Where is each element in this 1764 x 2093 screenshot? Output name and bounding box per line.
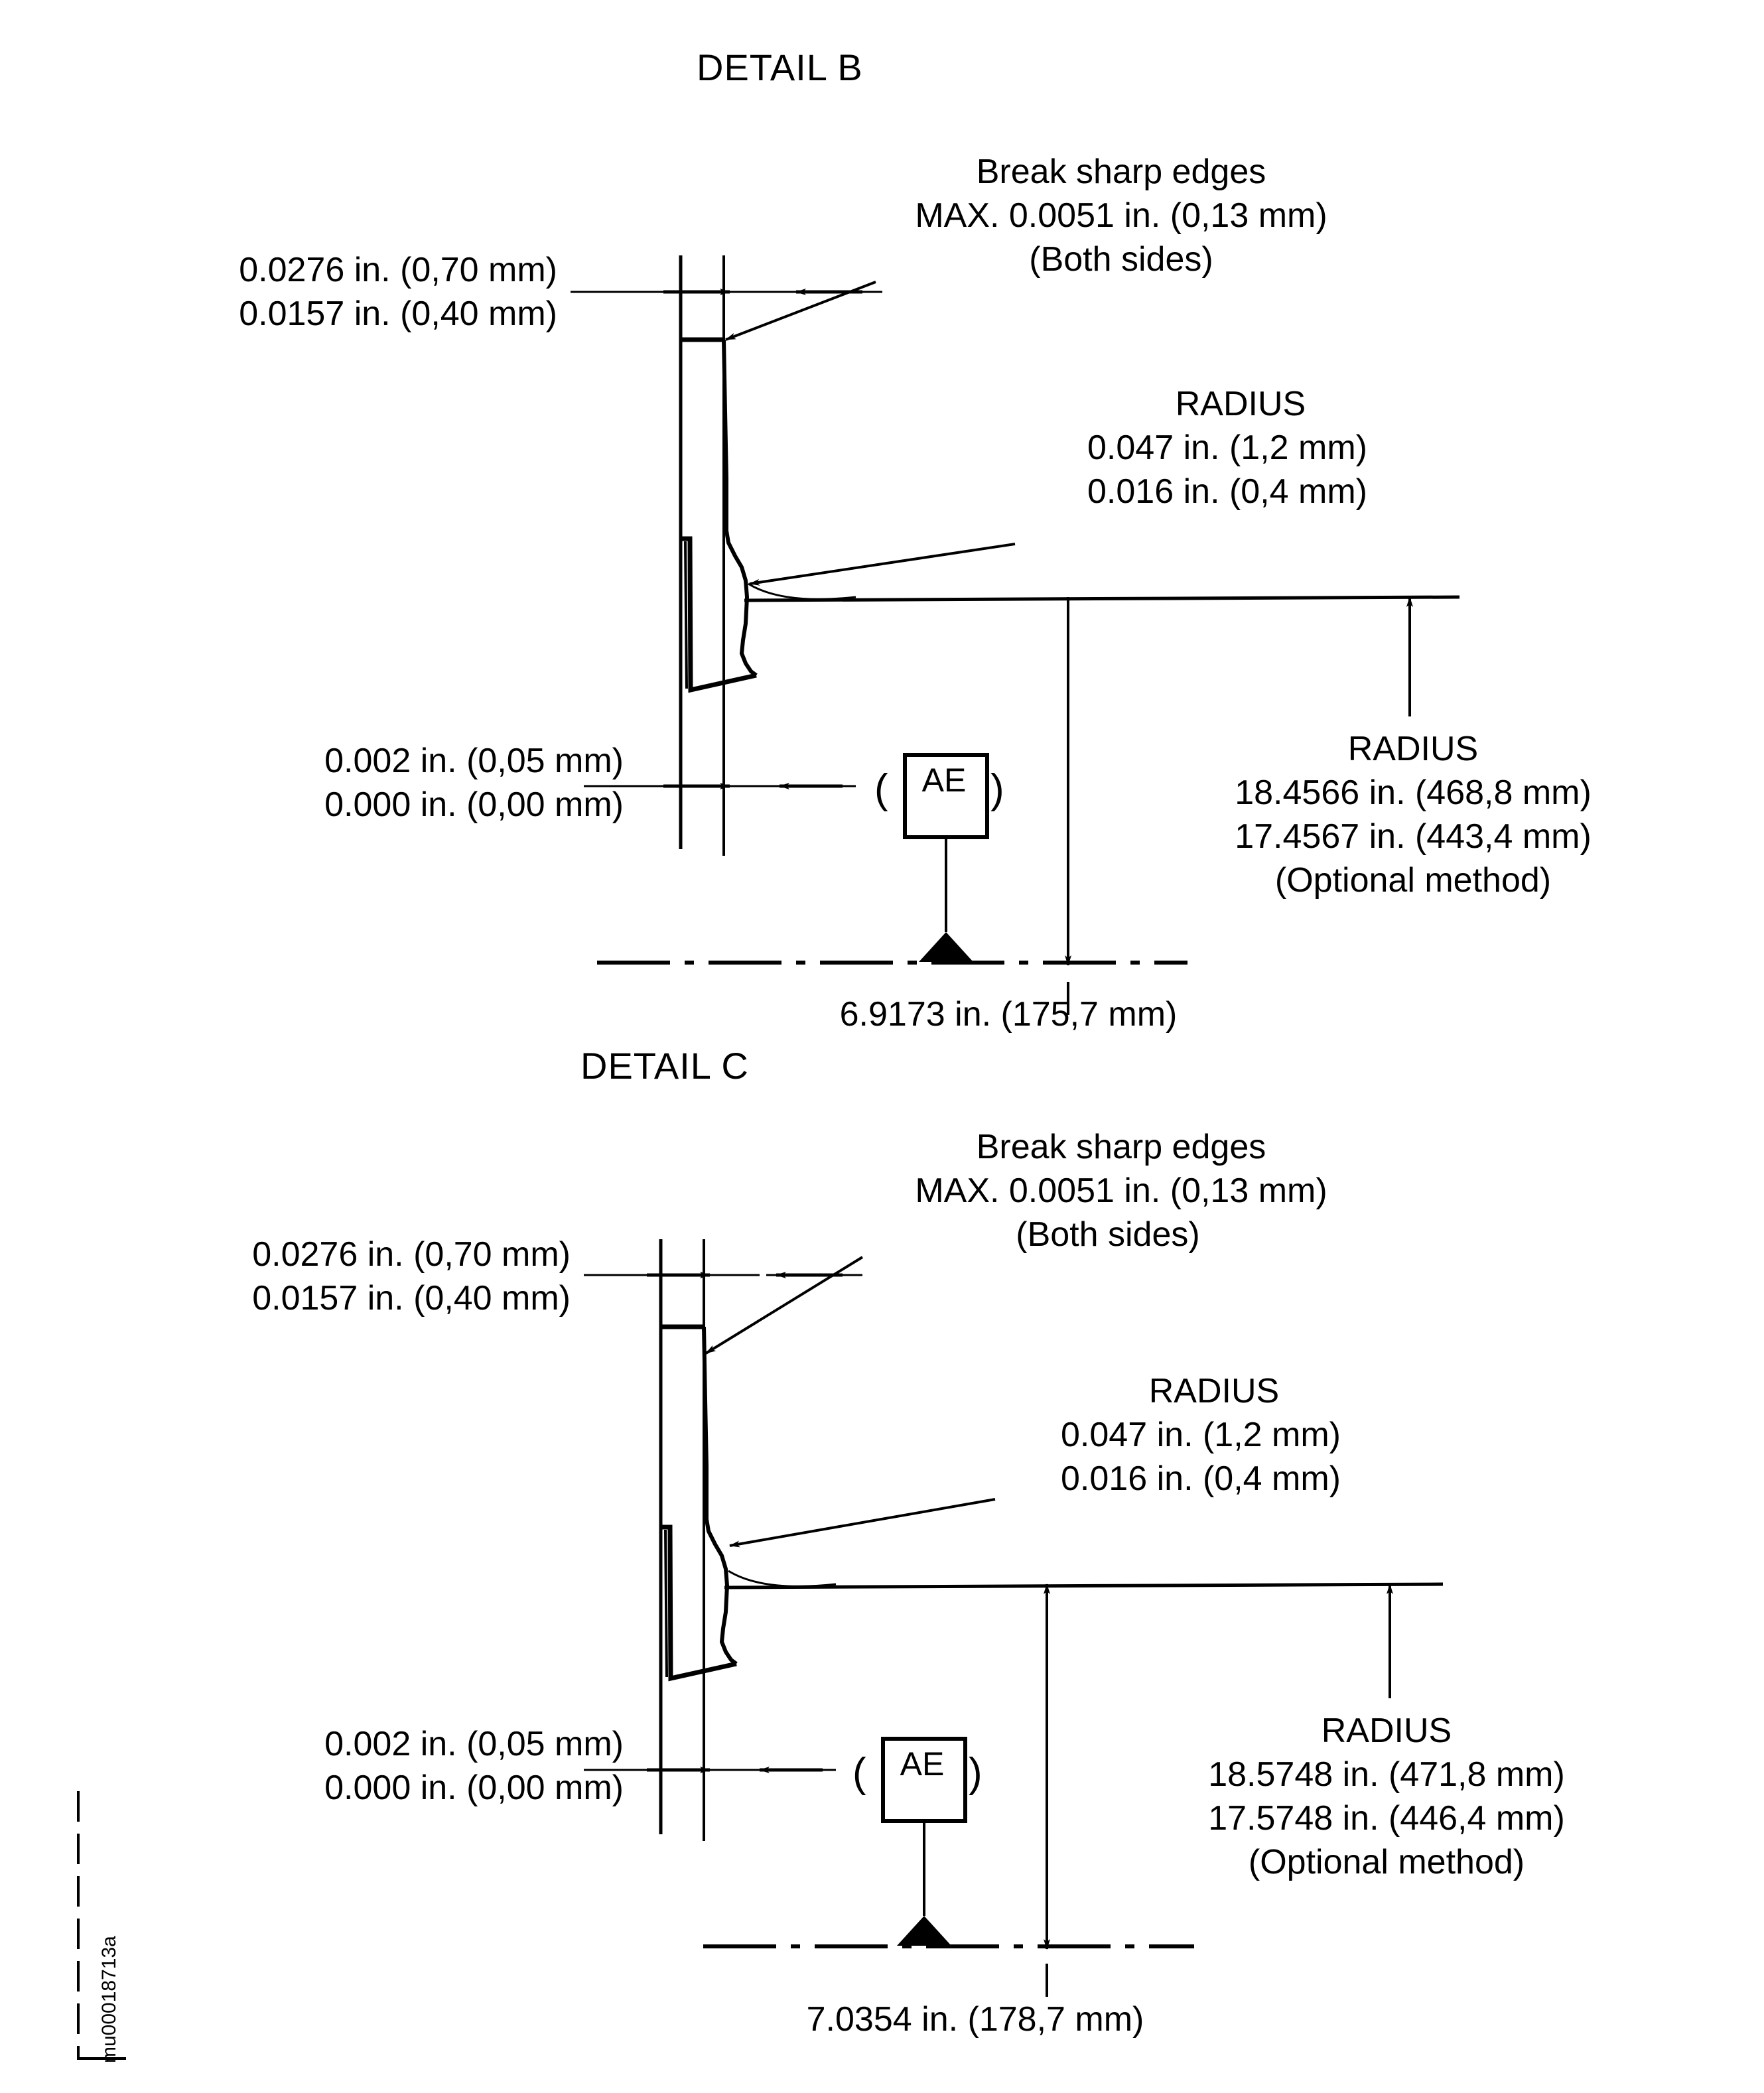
page-margin-mark: [77, 1791, 126, 2060]
detail-c-datum-label: AE: [900, 1745, 945, 1783]
detail-b-title: DETAIL B: [697, 46, 863, 88]
detail-c-small-radius-line1: 0.047 in. (1,2 mm): [1061, 1416, 1341, 1454]
detail-b-bottom-dim-line2: 0.000 in. (0,00 mm): [324, 785, 624, 824]
detail-b-large-radius-line1: 18.4566 in. (468,8 mm): [1235, 774, 1592, 812]
detail-b-fillet-arc: [748, 582, 856, 600]
detail-c-horizontal-reference-line: [724, 1582, 1444, 1589]
detail-b-small-radius-line2: 0.016 in. (0,4 mm): [1087, 472, 1367, 511]
detail-c-break-note-leader: [705, 1256, 864, 1355]
detail-b-top-dim-line1: 0.0276 in. (0,70 mm): [239, 251, 557, 289]
detail-b-profile-lower-left-edge: [681, 536, 757, 693]
detail-c-large-radius-line3: (Optional method): [1248, 1843, 1525, 1881]
detail-b-large-radius-line2: 17.4567 in. (443,4 mm): [1235, 817, 1592, 856]
detail-b-top-dim-line2: 0.0157 in. (0,40 mm): [239, 295, 557, 333]
detail-c-datum-triangle: [897, 1916, 951, 1946]
detail-c-top-dim-line2: 0.0157 in. (0,40 mm): [252, 1279, 571, 1317]
detail-c-large-radius-title: RADIUS: [1321, 1712, 1452, 1750]
detail-c-title: DETAIL C: [580, 1045, 749, 1087]
detail-b-datum-close-paren: ): [990, 766, 1004, 812]
detail-b-datum-triangle: [919, 932, 973, 962]
detail-c-large-radius-line1: 18.5748 in. (471,8 mm): [1208, 1755, 1565, 1794]
detail-b-height-dim: 6.9173 in. (175,7 mm): [839, 995, 1178, 1034]
detail-b-break-note-line1: Break sharp edges: [976, 153, 1266, 191]
detail-c-datum-box: [881, 1737, 967, 1823]
detail-c-datum-open-paren: (: [852, 1750, 866, 1796]
detail-c-height-dim: 7.0354 in. (178,7 mm): [806, 2000, 1144, 2039]
detail-c-large-radius-line2: 17.5748 in. (446,4 mm): [1208, 1799, 1565, 1838]
detail-c-profile-lower-left-edge: [661, 1524, 737, 1682]
detail-b-small-radius-line1: 0.047 in. (1,2 mm): [1087, 429, 1367, 467]
detail-b-bottom-dim-line1: 0.002 in. (0,05 mm): [324, 742, 624, 780]
detail-c-profile-right-edge: [702, 1326, 738, 1666]
detail-b-large-radius-title: RADIUS: [1347, 730, 1479, 768]
detail-b-profile-inner-line: [684, 541, 688, 689]
detail-c-geometry: [584, 1239, 1444, 1997]
detail-b-break-note-line2: MAX. 0.0051 in. (0,13 mm): [915, 196, 1327, 235]
detail-c-datum-close-paren: ): [969, 1750, 983, 1796]
detail-c-small-radius-title: RADIUS: [1148, 1372, 1280, 1410]
detail-b-datum-open-paren: (: [874, 766, 888, 812]
detail-c-break-note-line2: MAX. 0.0051 in. (0,13 mm): [915, 1172, 1327, 1210]
detail-b-datum-box: [903, 753, 989, 839]
detail-b-horizontal-reference-line: [744, 595, 1460, 602]
detail-c-top-dim-line1: 0.0276 in. (0,70 mm): [252, 1235, 571, 1274]
detail-b-break-note-leader: [725, 281, 876, 341]
detail-c-small-radius-leader: [729, 1498, 996, 1548]
detail-c-break-note-line3: (Both sides): [1016, 1215, 1200, 1254]
detail-b-geometry: [571, 255, 1460, 1015]
detail-c-small-radius-line2: 0.016 in. (0,4 mm): [1061, 1459, 1341, 1498]
detail-c-bottom-dim-line2: 0.000 in. (0,00 mm): [324, 1769, 624, 1807]
detail-c-break-note-line1: Break sharp edges: [976, 1128, 1266, 1166]
detail-b-profile-right-edge: [722, 339, 758, 677]
detail-b-large-radius-line3: (Optional method): [1274, 861, 1552, 900]
detail-b-small-radius-leader: [749, 543, 1016, 586]
detail-b-break-note-line3: (Both sides): [1029, 240, 1213, 279]
detail-c-profile-inner-line: [664, 1529, 668, 1678]
detail-b-small-radius-title: RADIUS: [1175, 385, 1306, 423]
detail-b-datum-label: AE: [921, 762, 967, 799]
detail-c-bottom-dim-line1: 0.002 in. (0,05 mm): [324, 1725, 624, 1763]
detail-c-fillet-arc: [728, 1570, 837, 1587]
